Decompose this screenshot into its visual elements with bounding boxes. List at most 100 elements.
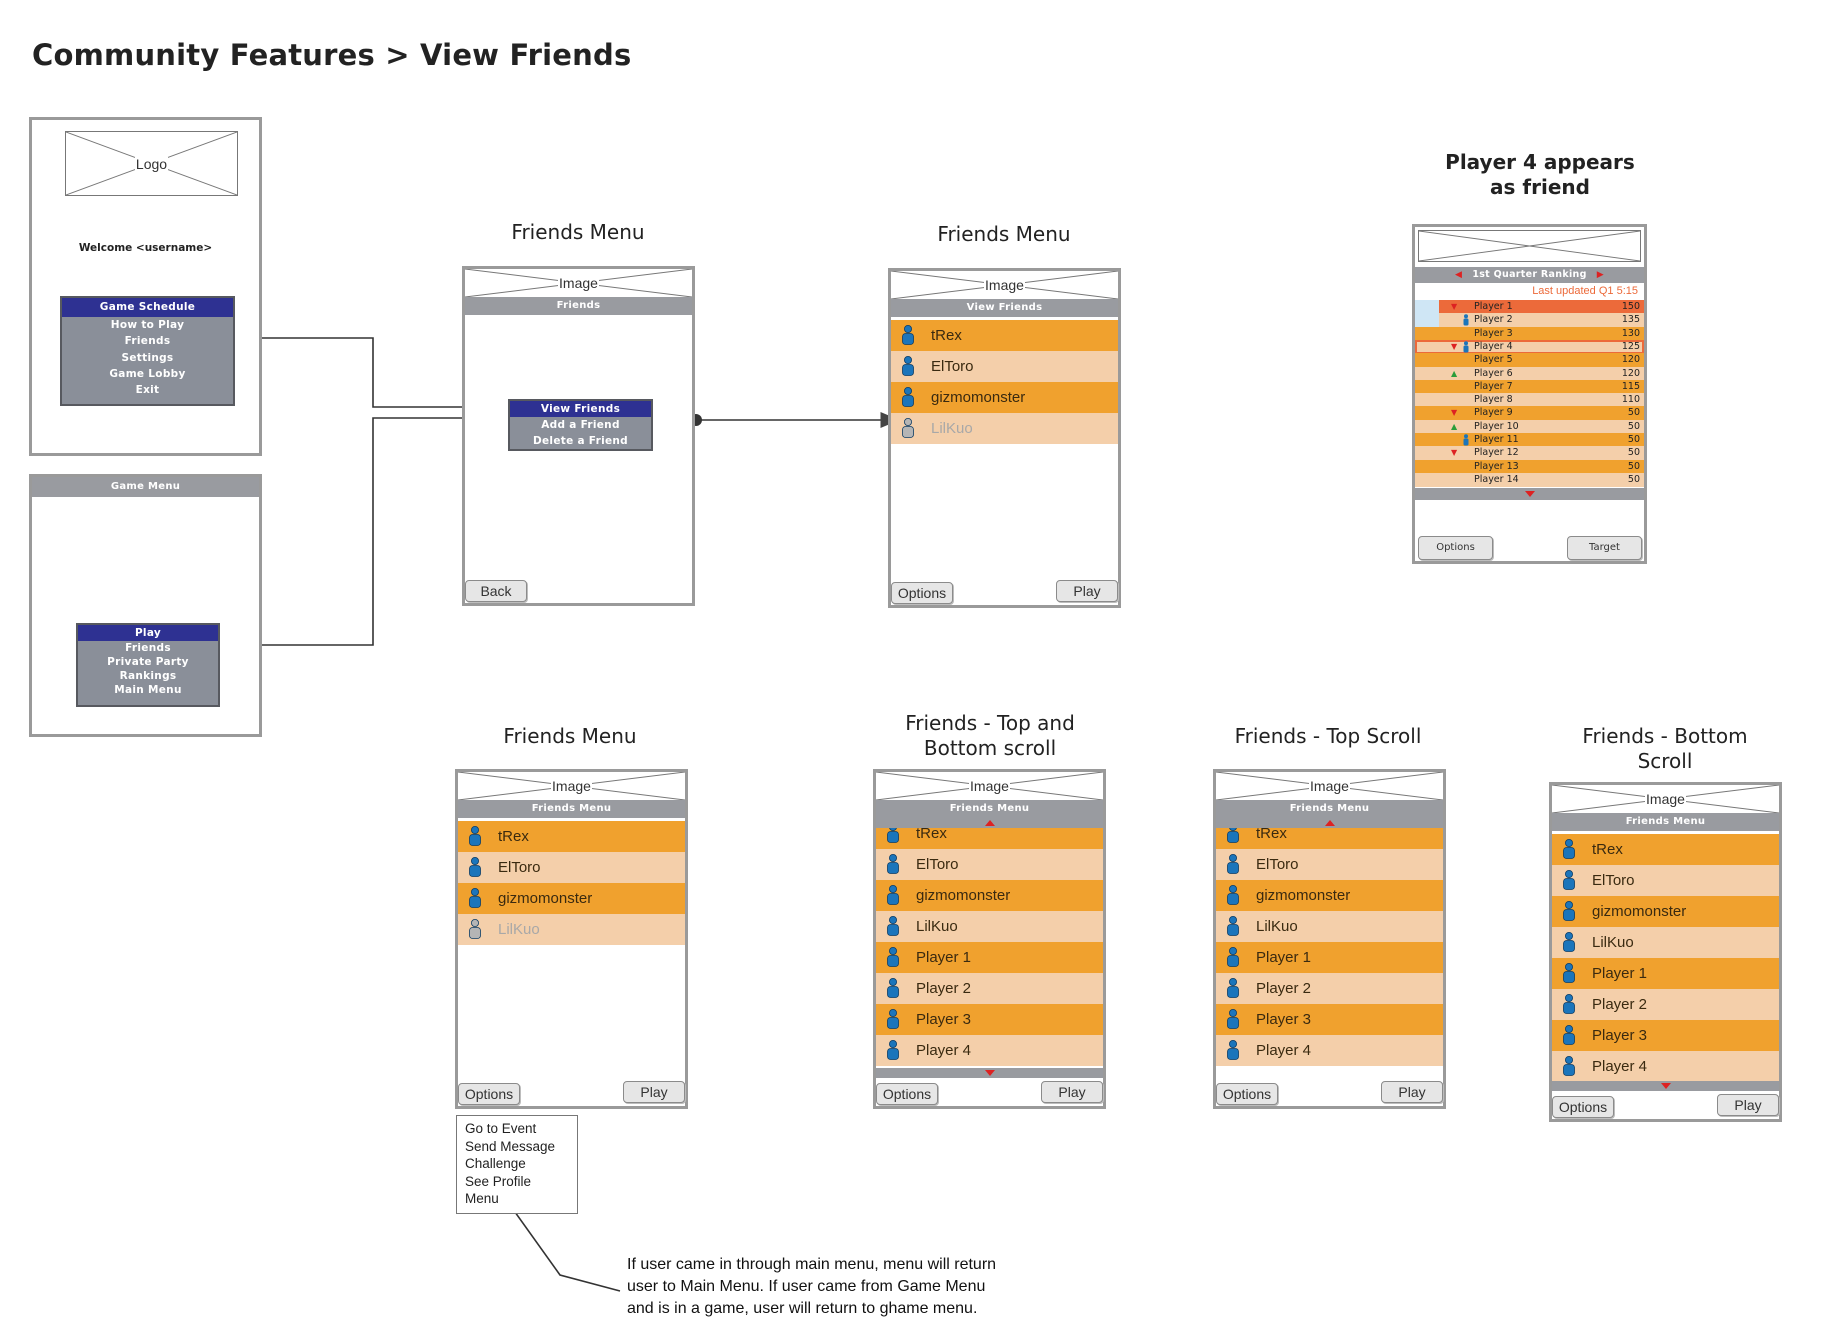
trend-down-icon: ▼ <box>1451 408 1458 418</box>
scroll-up-icon[interactable] <box>1324 820 1335 826</box>
menu-item-exit[interactable]: Exit <box>135 384 160 396</box>
friend-row[interactable]: Player 4 <box>1216 1035 1443 1066</box>
menu-item-friends[interactable]: Friends <box>124 335 171 347</box>
friend-row[interactable]: gizmomonster <box>458 883 685 914</box>
friend-row[interactable]: LilKuo <box>876 911 1103 942</box>
menu-item-delete-friend[interactable]: Delete a Friend <box>533 435 628 447</box>
play-button[interactable]: Play <box>1056 580 1118 602</box>
friend-row[interactable]: ElToro <box>891 351 1118 382</box>
friend-row[interactable]: LilKuo <box>458 914 685 945</box>
friend-row[interactable]: gizmomonster <box>1216 880 1443 911</box>
friend-row[interactable]: Player 1 <box>1552 958 1779 989</box>
friend-row[interactable]: tRex <box>458 821 685 852</box>
friend-row[interactable]: Player 1 <box>876 942 1103 973</box>
player-name: Player 5 <box>1474 354 1513 366</box>
menu-item-game-lobby[interactable]: Game Lobby <box>109 368 186 380</box>
play-button[interactable]: Play <box>1381 1081 1443 1103</box>
friend-row[interactable]: ElToro <box>876 849 1103 880</box>
menu-item-game-schedule[interactable]: Game Schedule <box>62 298 233 317</box>
friend-row[interactable]: ElToro <box>458 852 685 883</box>
options-button[interactable]: Options <box>458 1083 520 1105</box>
friend-row[interactable]: Player 2 <box>1552 989 1779 1020</box>
popup-item-challenge[interactable]: Challenge <box>465 1156 526 1171</box>
friend-row[interactable]: LilKuo <box>891 413 1118 444</box>
back-button[interactable]: Back <box>465 580 527 602</box>
popup-item-see-profile[interactable]: See Profile <box>465 1173 532 1189</box>
options-button[interactable]: Options <box>1418 536 1493 560</box>
options-button[interactable]: Options <box>876 1083 938 1105</box>
caption-bottom-line1: Friends - Bottom <box>1582 724 1748 748</box>
popup-item-send-message[interactable]: Send Message <box>465 1138 556 1154</box>
friend-row[interactable]: ElToro <box>1216 849 1443 880</box>
image-placeholder: Image <box>458 772 685 800</box>
scroll-down-icon[interactable] <box>1660 1083 1671 1089</box>
menu-item-main-menu[interactable]: Main Menu <box>114 684 182 696</box>
options-button[interactable]: Options <box>1552 1096 1614 1118</box>
friend-row[interactable]: gizmomonster <box>1552 896 1779 927</box>
friend-row[interactable]: Player 4 <box>1552 1051 1779 1081</box>
scroll-down-bar[interactable] <box>876 1068 1103 1078</box>
friend-row[interactable]: gizmomonster <box>876 880 1103 911</box>
target-button[interactable]: Target <box>1567 536 1642 560</box>
friend-row[interactable]: Player 3 <box>876 1004 1103 1035</box>
player-name: Player 14 <box>1474 473 1519 485</box>
options-button[interactable]: Options <box>1216 1083 1278 1105</box>
friend-row[interactable]: Player 3 <box>1216 1004 1443 1035</box>
options-button[interactable]: Options <box>891 582 953 604</box>
player-score: 115 <box>1621 380 1640 392</box>
menu-item-play[interactable]: Play <box>78 625 218 641</box>
scroll-up-icon[interactable] <box>984 820 995 826</box>
prev-arrow-icon[interactable]: ◀ <box>1455 270 1463 280</box>
friend-row[interactable]: Player 1 <box>1216 942 1443 973</box>
person-icon <box>1226 916 1240 936</box>
friend-row[interactable]: Player 2 <box>1216 973 1443 1004</box>
next-arrow-icon[interactable]: ▶ <box>1596 270 1604 280</box>
friend-row[interactable]: tRex <box>1216 828 1443 849</box>
friend-row[interactable]: gizmomonster <box>891 382 1118 413</box>
friend-row[interactable]: tRex <box>891 320 1118 351</box>
friend-row[interactable]: Player 2 <box>876 973 1103 1004</box>
play-button[interactable]: Play <box>623 1081 685 1103</box>
scroll-down-icon[interactable] <box>1525 491 1535 498</box>
trend-down-icon: ▼ <box>1451 341 1458 351</box>
popup-item-go-to-event[interactable]: Go to Event <box>465 1121 537 1136</box>
friend-name: ElToro <box>931 358 974 375</box>
menu-item-view-friends[interactable]: View Friends <box>510 401 651 417</box>
friend-row[interactable]: ElToro <box>1552 865 1779 896</box>
scroll-down-icon[interactable] <box>984 1070 995 1076</box>
menu-item-rankings[interactable]: Rankings <box>119 670 177 682</box>
ranking-scroll-bar[interactable] <box>1415 488 1644 500</box>
scroll-down-bar[interactable] <box>1552 1081 1779 1091</box>
menu-item-friends[interactable]: Friends <box>125 642 171 654</box>
friend-row[interactable]: LilKuo <box>1552 927 1779 958</box>
play-button[interactable]: Play <box>1717 1094 1779 1116</box>
friend-row[interactable]: Player 4 <box>876 1035 1103 1066</box>
friend-row[interactable]: Player 3 <box>1552 1020 1779 1051</box>
menu-item-add-friend[interactable]: Add a Friend <box>541 419 620 431</box>
scroll-up-bar[interactable] <box>1216 818 1443 828</box>
menu-item-settings[interactable]: Settings <box>121 352 174 364</box>
friend-row[interactable]: tRex <box>876 828 1103 849</box>
friend-row[interactable]: LilKuo <box>1216 911 1443 942</box>
play-button[interactable]: Play <box>1041 1081 1103 1103</box>
friend-row[interactable]: tRex <box>1552 834 1779 865</box>
logo-placeholder: Logo <box>65 131 238 196</box>
menu-item-private-party[interactable]: Private Party <box>107 656 189 668</box>
menu-item-how-to-play[interactable]: How to Play <box>110 319 185 331</box>
scroll-up-bar[interactable] <box>876 818 1103 828</box>
popup-item-menu[interactable]: Menu <box>465 1191 499 1206</box>
